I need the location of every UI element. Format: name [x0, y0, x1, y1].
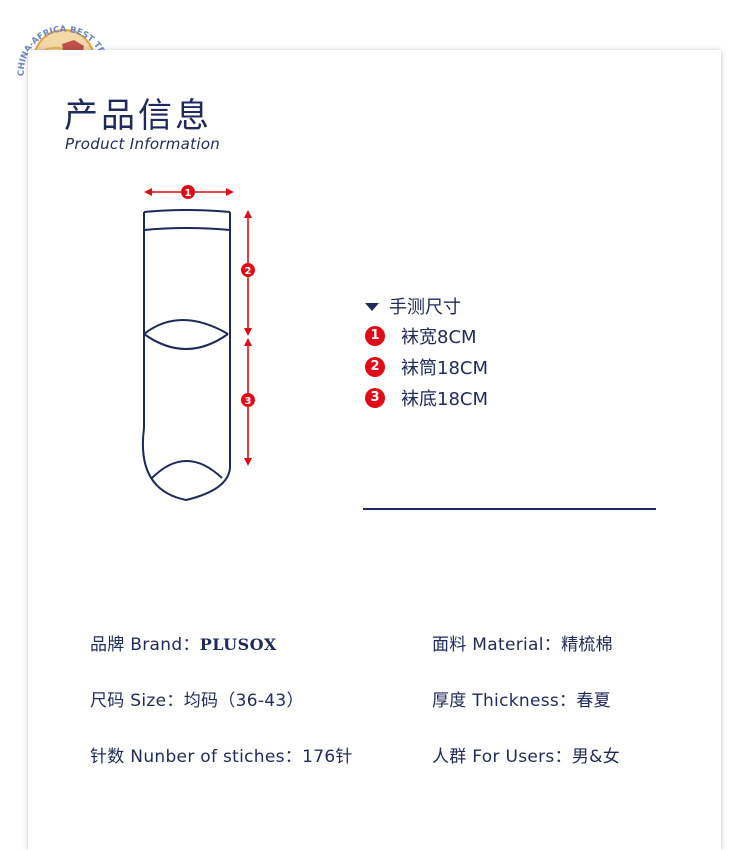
spec-material: 面料 Material：精梳棉: [432, 635, 613, 655]
legend-item-sole: 3 袜底18CM: [365, 382, 665, 413]
svg-text:3: 3: [245, 396, 252, 407]
number-badge: 3: [365, 387, 385, 408]
sock-diagram: 1 2 3: [142, 185, 255, 501]
svg-text:2: 2: [245, 266, 252, 277]
measure-arrowheads: [144, 188, 252, 466]
legend-item-width: 1 袜宽8CM: [365, 320, 665, 351]
page-subtitle: Product Information: [65, 135, 221, 153]
spec-stitches: 针数 Nunber of stiches：176针: [90, 747, 353, 767]
number-badge: 2: [365, 356, 385, 377]
sock-outline-icon: [142, 209, 231, 501]
divider: [363, 508, 656, 510]
measure-lines: [148, 191, 249, 462]
legend-item-label: 袜筒18CM: [401, 357, 489, 379]
spec-brand-label: 品牌 Brand：: [90, 635, 200, 655]
measure-marker-2: 2: [241, 263, 255, 277]
brand-name: PLUSOX: [199, 635, 277, 654]
measure-marker-3: 3: [241, 393, 255, 407]
legend-item-label: 袜底18CM: [401, 388, 489, 410]
triangle-down-icon: [365, 303, 379, 311]
spec-brand: 品牌 Brand：PLUSOX: [90, 630, 277, 655]
measurement-legend: 手测尺寸 1 袜宽8CM 2 袜筒18CM 3 袜底18CM: [365, 292, 665, 413]
svg-text:1: 1: [185, 188, 192, 199]
spec-users: 人群 For Users：男&女: [432, 747, 621, 767]
page-title: 产品信息: [64, 96, 212, 136]
spec-size: 尺码 Size：均码（36-43）: [90, 691, 304, 711]
legend-heading: 手测尺寸: [365, 292, 665, 320]
legend-item-label: 袜宽8CM: [401, 326, 477, 348]
legend-heading-text: 手测尺寸: [389, 297, 461, 318]
spec-thickness: 厚度 Thickness：春夏: [432, 691, 611, 711]
number-badge: 1: [365, 325, 385, 346]
measure-marker-1: 1: [181, 185, 195, 199]
legend-item-tube: 2 袜筒18CM: [365, 351, 665, 382]
